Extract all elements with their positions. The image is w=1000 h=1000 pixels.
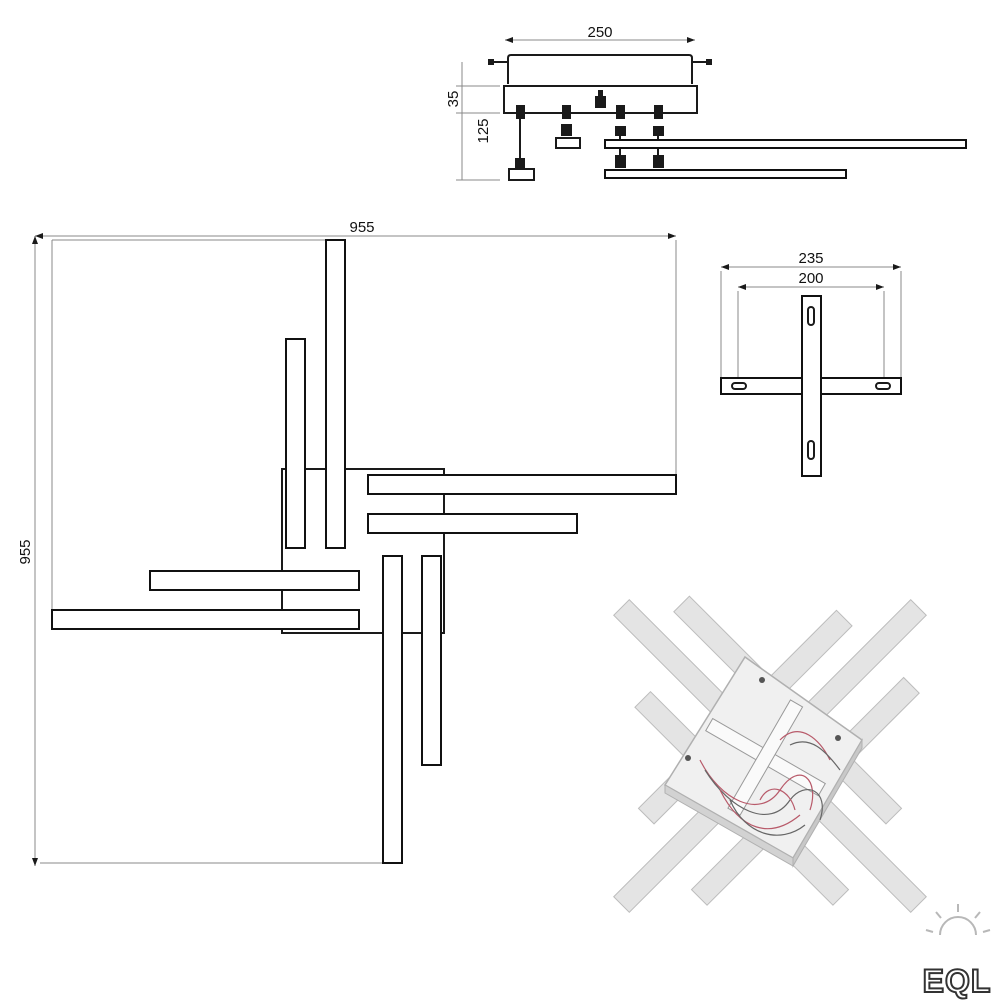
side-light-bar-long bbox=[604, 139, 967, 149]
slot bbox=[807, 440, 815, 460]
side-top-height-label: 35 bbox=[445, 91, 462, 108]
mounting-bracket bbox=[507, 54, 693, 84]
light-bar-east-short bbox=[367, 513, 578, 534]
slot bbox=[807, 306, 815, 326]
top-width-label: 955 bbox=[349, 219, 374, 236]
light-bar-south-long bbox=[382, 555, 403, 864]
canopy-box bbox=[503, 85, 698, 114]
product-photo bbox=[613, 595, 927, 913]
light-bar-east-long bbox=[367, 474, 677, 495]
plate-outer-label: 235 bbox=[798, 250, 823, 267]
light-bar-west-long bbox=[51, 609, 360, 630]
side-connector bbox=[595, 96, 606, 108]
brand-logo: EQL bbox=[922, 904, 992, 1000]
top-height-label: 955 bbox=[17, 539, 34, 564]
light-bar-west-short bbox=[149, 570, 360, 591]
plate-inner-label: 200 bbox=[798, 270, 823, 287]
top-canopy-square bbox=[281, 468, 445, 634]
brand-logo-text: EQL bbox=[923, 963, 992, 999]
light-bar-south-short bbox=[421, 555, 442, 766]
light-bar-north-short bbox=[285, 338, 306, 549]
top-view: 955 955 bbox=[17, 219, 677, 866]
side-light-bar-short bbox=[604, 169, 847, 179]
slot bbox=[875, 382, 891, 390]
sun-icon bbox=[925, 904, 991, 936]
side-drop-height-label: 125 bbox=[475, 118, 492, 143]
mounting-plate-view: 235 200 bbox=[720, 250, 902, 477]
light-bar-north-long bbox=[325, 239, 346, 549]
slot bbox=[731, 382, 747, 390]
hanging-rods bbox=[508, 105, 664, 181]
side-view: 250 35 125 bbox=[445, 24, 967, 181]
side-width-label: 250 bbox=[587, 24, 612, 41]
